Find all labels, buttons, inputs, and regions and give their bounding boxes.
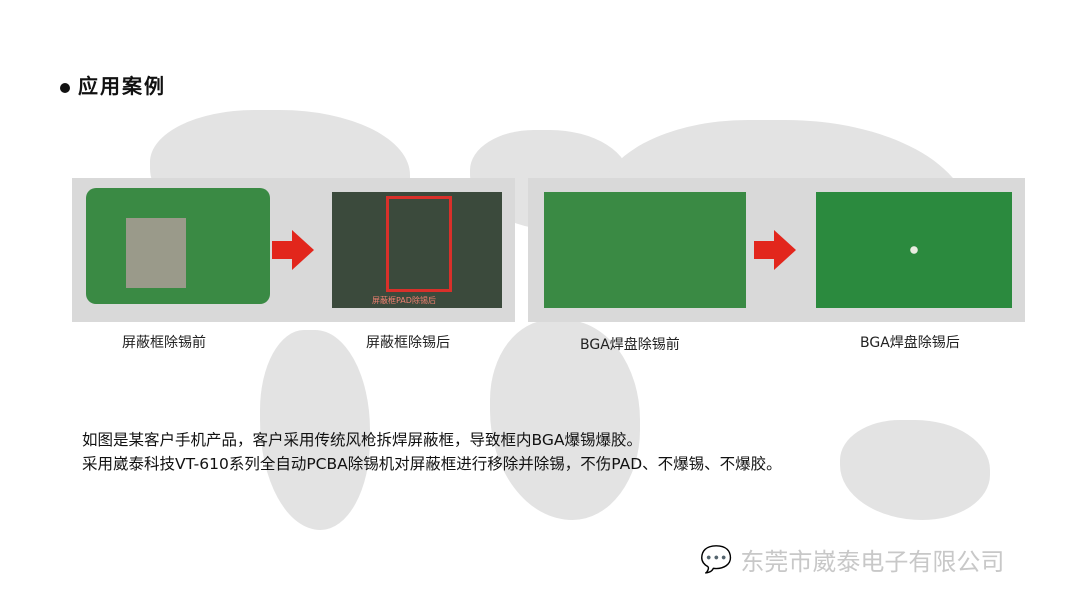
wechat-icon: 💬 xyxy=(700,544,733,575)
arrow-right-icon xyxy=(774,230,796,270)
arrow-right-icon xyxy=(292,230,314,270)
caption-before-shield: 屏蔽框除锡前 xyxy=(122,335,206,351)
caption-after-bga: BGA焊盘除锡后 xyxy=(860,335,960,351)
bullet-icon xyxy=(60,82,70,93)
section-title: 应用案例 xyxy=(60,70,166,99)
image-label: 屏蔽框PAD除锡后 xyxy=(372,296,436,305)
footer-watermark: 💬 东莞市崴泰电子有限公司 xyxy=(700,542,1004,577)
bga-before-image xyxy=(544,192,746,308)
bga-panel xyxy=(528,178,1025,322)
caption-after-shield: 屏蔽框除锡后 xyxy=(366,335,450,351)
company-name: 东莞市崴泰电子有限公司 xyxy=(740,548,1005,576)
shield-frame-panel: 屏蔽框PAD除锡后 xyxy=(72,178,515,322)
description-line: 采用崴泰科技VT-610系列全自动PCBA除锡机对屏蔽框进行移除并除锡，不伤PA… xyxy=(82,455,782,473)
description: 如图是某客户手机产品，客户采用传统风枪拆焊屏蔽框，导致框内BGA爆锡爆胶。 采用… xyxy=(82,428,782,476)
pcb-after-image: 屏蔽框PAD除锡后 xyxy=(332,192,502,308)
pcb-before-image xyxy=(86,188,270,304)
caption-before-bga: BGA焊盘除锡前 xyxy=(580,337,680,353)
description-line: 如图是某客户手机产品，客户采用传统风枪拆焊屏蔽框，导致框内BGA爆锡爆胶。 xyxy=(82,431,642,449)
bga-after-image xyxy=(816,192,1012,308)
section-title-text: 应用案例 xyxy=(78,74,166,98)
